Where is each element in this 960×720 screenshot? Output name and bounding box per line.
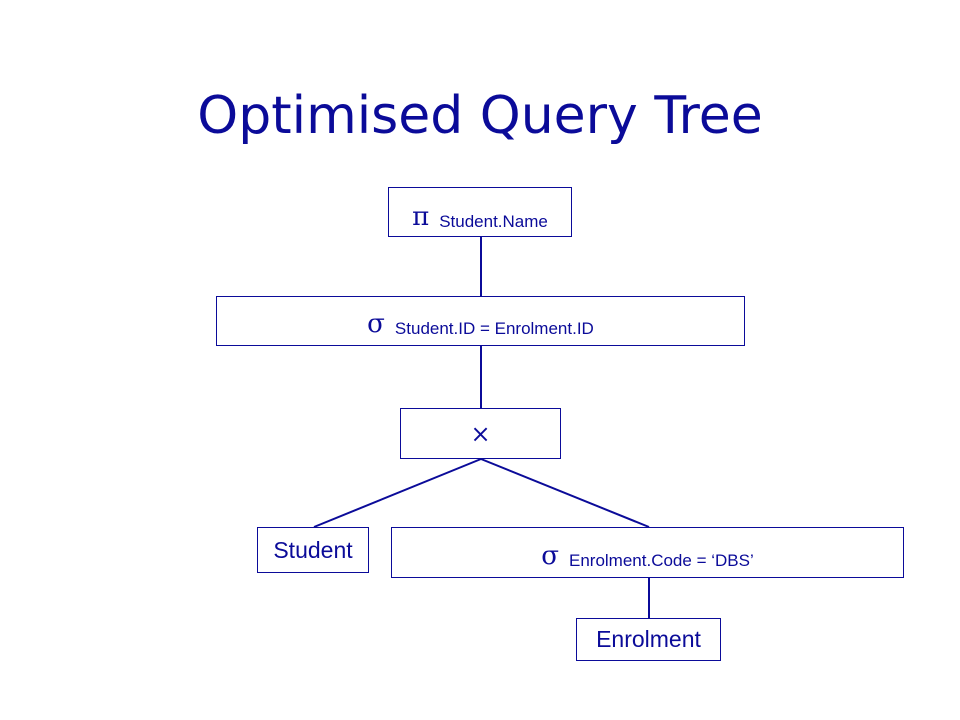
sigma-symbol: σ — [541, 541, 559, 571]
student-relation-label: Student — [273, 536, 353, 563]
enrolment-relation-node: Enrolment — [576, 618, 721, 661]
code-selection-condition: Enrolment.Code = ‘DBS’ — [569, 551, 754, 570]
join-selection-condition: Student.ID = Enrolment.ID — [394, 319, 594, 338]
enrolment-relation-label: Enrolment — [596, 626, 701, 652]
pi-symbol: π — [412, 202, 430, 232]
sigma-symbol: σ — [367, 309, 385, 339]
cartesian-product-node: × — [400, 408, 561, 459]
projection-attribute: Student.Name — [439, 212, 548, 231]
edge-product-select-code — [480, 458, 650, 528]
join-selection-node: σ Student.ID = Enrolment.ID — [216, 296, 745, 346]
code-selection-node: σ Enrolment.Code = ‘DBS’ — [391, 527, 904, 578]
page-title: Optimised Query Tree — [197, 86, 763, 146]
student-relation-node: Student — [257, 527, 369, 573]
edge-product-student — [313, 458, 482, 528]
times-symbol: × — [470, 419, 491, 448]
projection-node: π Student.Name — [388, 187, 572, 237]
